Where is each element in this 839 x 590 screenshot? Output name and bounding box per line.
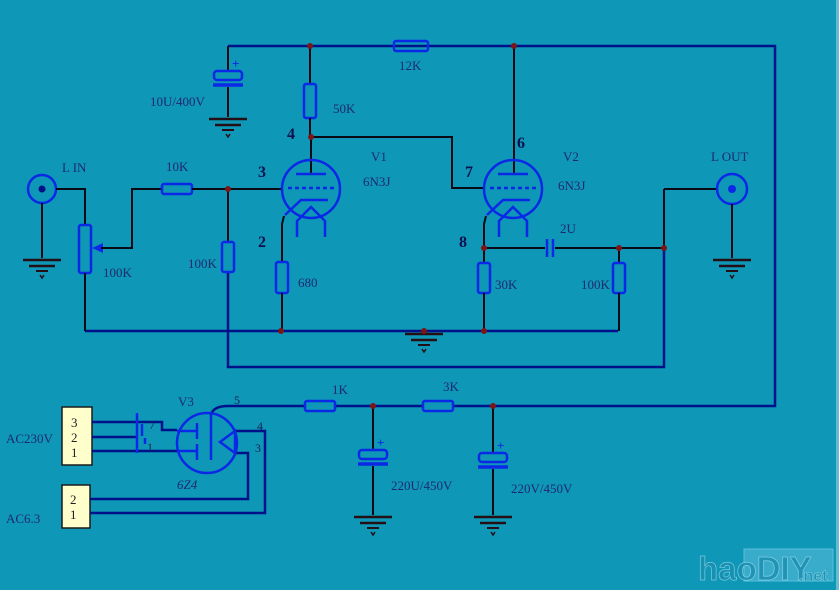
v3-pin-7: 7 — [149, 418, 155, 432]
mains-pin-1: 1 — [71, 445, 78, 460]
v1-pin-cathode: 2 — [258, 234, 266, 251]
tube-v1-ref: V1 — [371, 149, 387, 164]
cap-filter2-plus: + — [497, 438, 504, 453]
tube-v2-ref: V2 — [563, 149, 579, 164]
mains-pin-2: 2 — [71, 430, 78, 445]
resistor-680 — [274, 260, 290, 331]
output-jack-label: L OUT — [711, 149, 748, 164]
junction-dots — [225, 43, 667, 409]
heater-pin-2: 2 — [70, 492, 77, 507]
tube-v1-type: 6N3J — [363, 174, 390, 189]
cap-input-plus: + — [232, 56, 239, 71]
resistor-680-value: 680 — [298, 275, 318, 290]
ground-symbols — [23, 117, 751, 537]
watermark-brand: haoDIY — [698, 550, 812, 587]
connector-heater — [61, 429, 267, 529]
tube-v1 — [280, 136, 483, 262]
cap-coupling-value: 2U — [560, 221, 577, 236]
resistor-grid-100k — [220, 189, 236, 274]
resistor-3k — [421, 399, 455, 413]
tube-v3-type: 6Z4 — [177, 477, 198, 492]
resistor-out-100k-value: 100K — [581, 277, 611, 292]
v1-pin-plate: 4 — [287, 126, 295, 143]
capacitor-filter2 — [477, 406, 509, 515]
v3-pin-plate: 5 — [234, 393, 240, 407]
resistor-12k-value: 12K — [399, 58, 422, 73]
capacitor-filter1 — [357, 406, 389, 515]
volume-pot — [77, 188, 162, 331]
resistor-grid-100k-value: 100K — [188, 256, 218, 271]
pot-value: 100K — [103, 265, 133, 280]
resistor-10k-value: 10K — [166, 159, 189, 174]
input-jack-label: L IN — [62, 160, 87, 175]
connector-heater-label: AC6.3 — [6, 511, 40, 526]
v2-pin-plate: 6 — [517, 135, 525, 152]
tube-v2-type: 6N3J — [558, 178, 585, 193]
capacitor-coupling-2u — [484, 239, 664, 257]
heater-pin-1: 1 — [70, 507, 77, 522]
cap-filter1-plus: + — [377, 435, 384, 450]
resistor-1k — [303, 399, 337, 413]
v2-pin-grid: 7 — [465, 164, 473, 181]
v3-pin-heater-a: 4 — [257, 419, 263, 433]
resistor-out-100k — [611, 248, 627, 331]
input-jack — [26, 173, 86, 258]
tube-v3 — [175, 411, 239, 475]
connector-mains-label: AC230V — [6, 431, 54, 446]
power-rails — [85, 44, 777, 416]
connector-mains — [61, 406, 177, 466]
resistor-10k — [160, 182, 283, 196]
heater-tap-symbol — [135, 413, 147, 453]
cap-filter2-value: 220V/450V — [511, 481, 573, 496]
watermark: haoDIY .net — [698, 548, 834, 587]
capacitor-input — [212, 46, 244, 117]
resistor-50k — [302, 46, 318, 137]
watermark-tld: .net — [799, 568, 828, 585]
resistor-1k-value: 1K — [332, 382, 349, 397]
resistor-30k-value: 30K — [495, 277, 518, 292]
v1-pin-grid: 3 — [258, 164, 266, 181]
tube-v2 — [482, 46, 544, 248]
resistor-3k-value: 3K — [443, 379, 460, 394]
output-jack — [663, 172, 749, 258]
resistor-50k-value: 50K — [333, 101, 356, 116]
mains-pin-3: 3 — [71, 415, 78, 430]
resistor-30k — [476, 248, 492, 331]
v3-pin-heater-b: 3 — [255, 441, 261, 455]
tube-v3-ref: V3 — [178, 394, 194, 409]
v3-pin-1: 1 — [147, 440, 153, 454]
v2-pin-cathode: 8 — [459, 234, 467, 251]
resistor-12k — [392, 39, 430, 53]
cap-input-value: 10U/400V — [150, 94, 206, 109]
cap-filter1-value: 220U/450V — [391, 478, 453, 493]
edge-artifact — [836, 0, 839, 590]
